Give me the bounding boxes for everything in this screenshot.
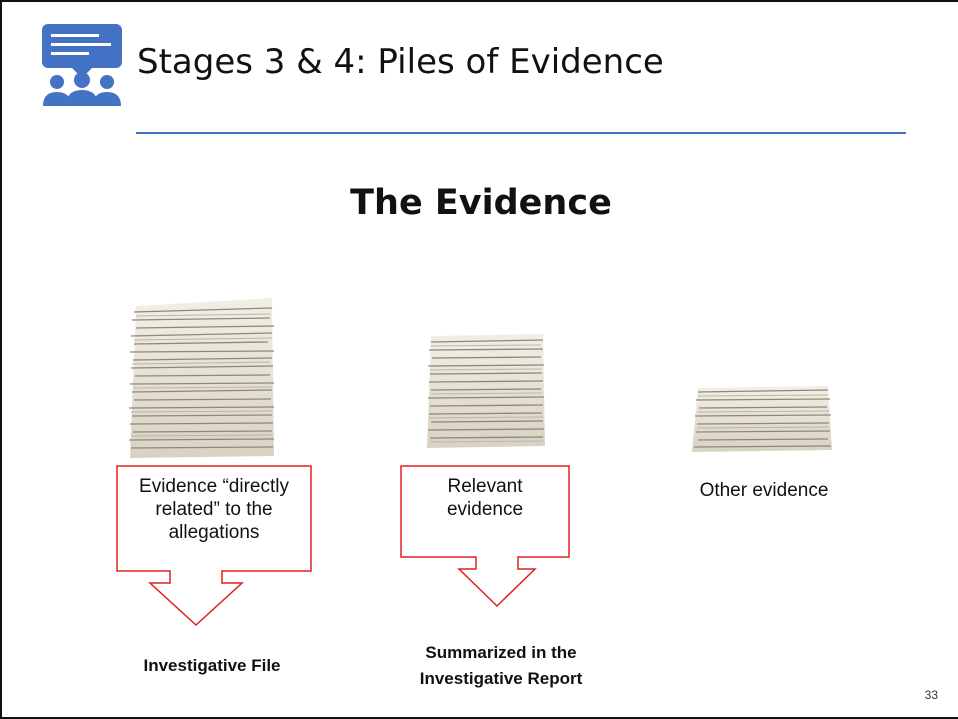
result-label: Summarized in the Investigative Report — [419, 643, 583, 688]
slide-title: Stages 3 & 4: Piles of Evidence — [137, 42, 664, 82]
title-divider — [136, 121, 906, 134]
page-number: 33 — [924, 688, 938, 702]
result-label: Investigative File — [143, 656, 281, 675]
pile-label: Other evidence — [699, 480, 829, 501]
callout-label: Relevant evidence — [446, 476, 524, 520]
paper-stack-icon — [122, 296, 282, 460]
callout-label: Evidence “directly related” to the alleg… — [139, 476, 289, 543]
down-arrow-callout: Relevant evidence — [400, 465, 570, 608]
paper-stack-icon — [421, 332, 549, 450]
section-heading: The Evidence — [350, 183, 612, 223]
people-discussion-icon — [42, 24, 122, 106]
down-arrow-callout: Evidence “directly related” to the alleg… — [116, 465, 312, 627]
paper-stack-icon — [688, 384, 836, 454]
